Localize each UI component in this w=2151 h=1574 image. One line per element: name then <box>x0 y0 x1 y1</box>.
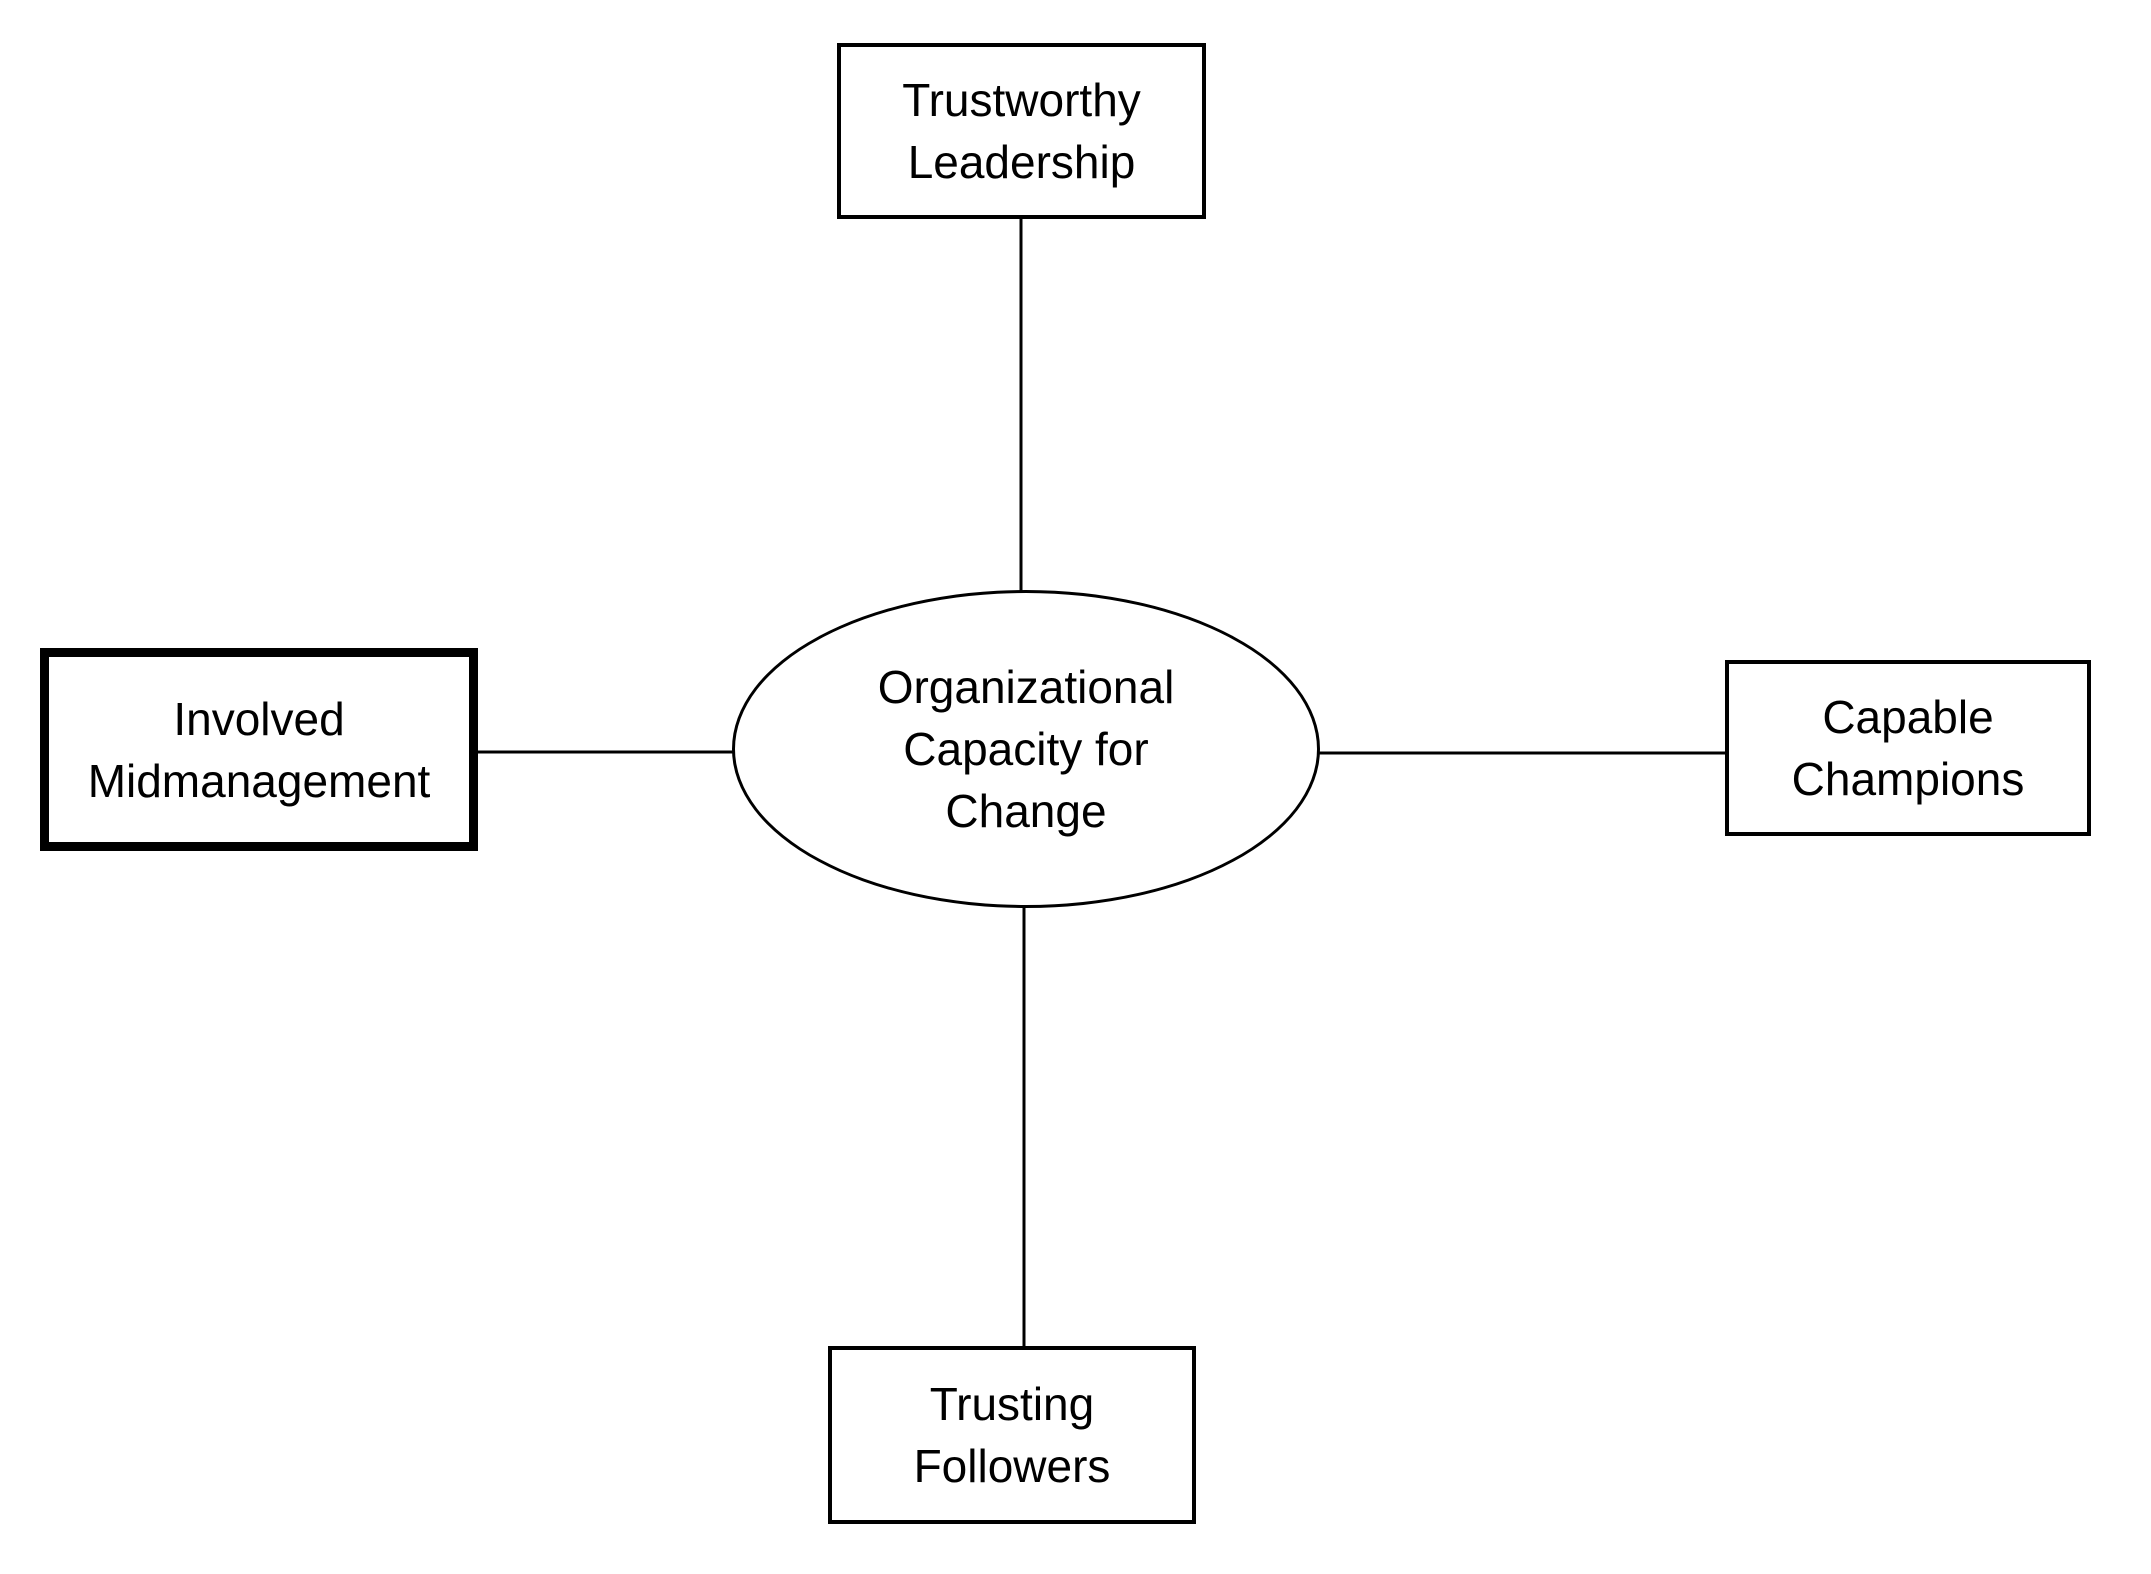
node-organizational-capacity-for-change: Organizational Capacity for Change <box>732 590 1320 908</box>
node-label-line: Organizational <box>877 661 1175 713</box>
node-label-line: Champions <box>1791 753 2025 805</box>
node-label-line: Trustworthy <box>902 74 1141 126</box>
node-label-line: Leadership <box>907 136 1136 188</box>
node-trusting-followers: Trusting Followers <box>828 1346 1196 1524</box>
node-label-line: Involved <box>173 692 345 745</box>
node-label-line: Followers <box>913 1440 1111 1492</box>
node-label-line: Midmanagement <box>87 754 431 807</box>
node-label-line: Change <box>945 785 1107 837</box>
node-label-line: Capacity for <box>903 723 1149 775</box>
node-label-line: Capable <box>1822 691 1994 743</box>
node-capable-champions: Capable Champions <box>1725 660 2091 836</box>
node-trustworthy-leadership: Trustworthy Leadership <box>837 43 1206 219</box>
node-involved-midmanagement: Involved Midmanagement <box>40 648 478 851</box>
node-label-line: Trusting <box>929 1378 1095 1430</box>
